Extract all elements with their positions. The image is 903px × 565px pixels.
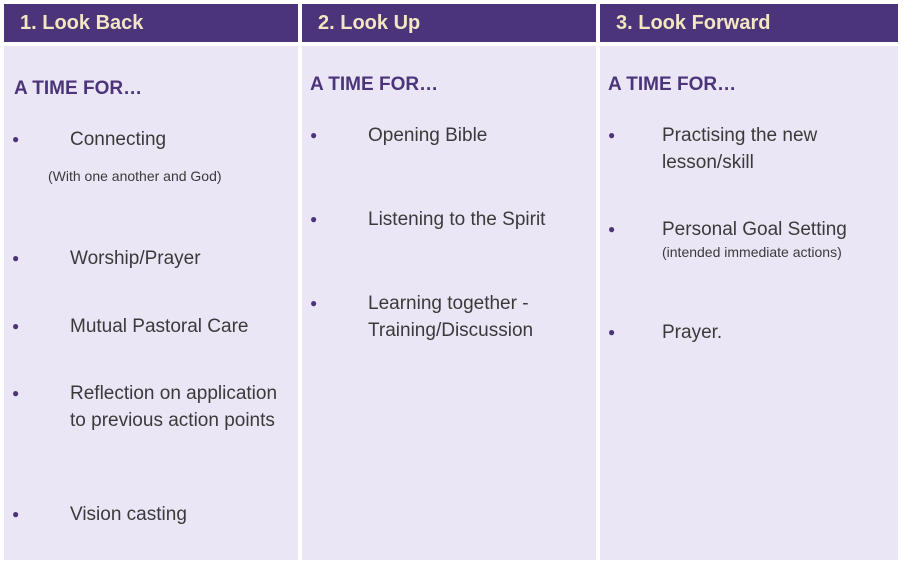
list-item-text: Personal Goal Setting (intended immediat… (662, 216, 890, 261)
column-subhead: A TIME FOR… (310, 74, 439, 95)
bullet-icon: ● (12, 251, 20, 265)
column-header: 1. Look Back (4, 4, 298, 42)
list-item-text: Learning together - Training/Discussion (368, 293, 534, 341)
list-item-text: Practising the new lesson/skill (662, 125, 818, 173)
list-item-text: Opening Bible (368, 125, 488, 146)
bullet-icon: ● (12, 386, 20, 400)
list-item-text: Reflection on application to previous ac… (70, 383, 278, 431)
bullet-icon: ● (12, 319, 20, 333)
list-item-text: Vision casting (70, 504, 187, 525)
list-item-text: Worship/Prayer (70, 248, 201, 269)
column-header: 3. Look Forward (600, 4, 898, 42)
list-item-text: Mutual Pastoral Care (70, 316, 249, 337)
bullet-icon: ● (310, 296, 318, 310)
list-item-text: Prayer. (662, 322, 723, 343)
list-item-note: (With one another and God) (48, 168, 222, 184)
column-header: 2. Look Up (302, 4, 596, 42)
bullet-icon: ● (12, 132, 20, 146)
column-subhead: A TIME FOR… (14, 78, 143, 99)
list-item-text: Listening to the Spirit (368, 209, 546, 230)
column-body: A TIME FOR… ● Opening Bible ● Listening … (302, 46, 596, 560)
column-look-back: 1. Look Back A TIME FOR… ● Connecting (W… (4, 4, 298, 560)
bullet-icon: ● (608, 128, 616, 142)
list-item-text: Connecting (70, 129, 167, 150)
column-subhead: A TIME FOR… (608, 74, 737, 95)
bullet-icon: ● (608, 222, 616, 236)
column-body: A TIME FOR… ● Practising the new lesson/… (600, 46, 898, 560)
bullet-icon: ● (12, 507, 20, 521)
bullet-icon: ● (310, 212, 318, 226)
bullet-icon: ● (310, 128, 318, 142)
bullet-icon: ● (608, 325, 616, 339)
three-column-table: 1. Look Back A TIME FOR… ● Connecting (W… (4, 4, 898, 560)
list-item-note: (intended immediate actions) (662, 244, 842, 260)
column-body: A TIME FOR… ● Connecting (With one anoth… (4, 46, 298, 560)
list-item-main-text: Personal Goal Setting (662, 219, 847, 240)
column-look-forward: 3. Look Forward A TIME FOR… ● Practising… (600, 4, 898, 560)
column-look-up: 2. Look Up A TIME FOR… ● Opening Bible ●… (302, 4, 596, 560)
